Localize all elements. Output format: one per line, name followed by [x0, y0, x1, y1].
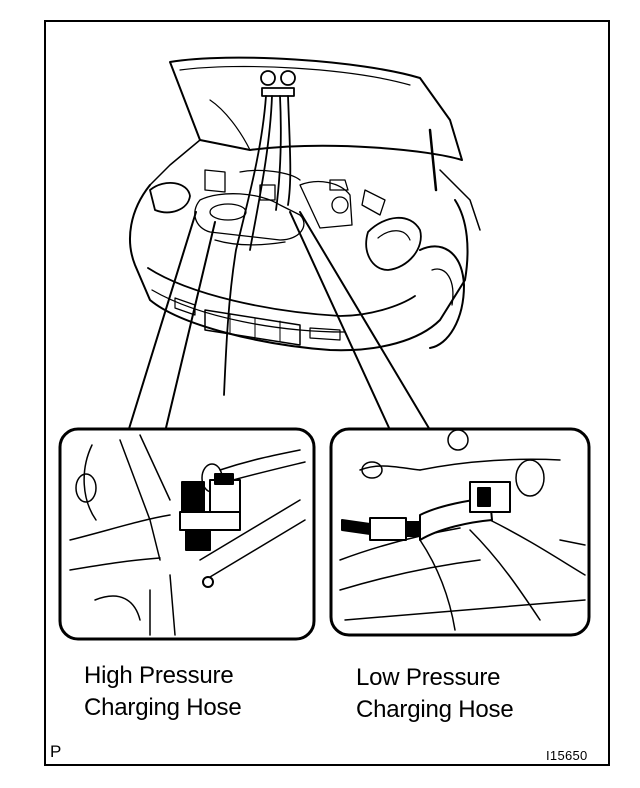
lower-grille: [204, 309, 301, 346]
car-body-outline: [129, 184, 469, 352]
gauge-manifold: [260, 70, 296, 97]
hood-prop-rod: [428, 128, 438, 192]
corner-letter: P: [50, 742, 62, 761]
low-pressure-caption-line2: Charging Hose: [356, 696, 514, 723]
car-hood: [169, 56, 463, 161]
high-pressure-coupler: [179, 473, 241, 588]
car-illustration: [129, 56, 481, 396]
low-pressure-caption: Low Pressure Charging Hose: [356, 662, 514, 726]
figure-code: I15650: [546, 748, 588, 763]
high-pressure-caption-line2: Charging Hose: [84, 694, 242, 721]
front-wheel: [419, 245, 465, 349]
low-pressure-inset: [329, 427, 591, 637]
charging-hoses: [223, 95, 292, 396]
high-pressure-caption-line1: High Pressure: [84, 662, 234, 689]
high-pressure-inset: [58, 427, 316, 641]
front-bumper: [147, 267, 416, 317]
left-headlight: [149, 182, 191, 214]
right-headlight: [365, 216, 422, 271]
figure-frame: [44, 20, 610, 766]
low-pressure-caption-line1: Low Pressure: [356, 664, 501, 691]
high-pressure-caption: High Pressure Charging Hose: [84, 660, 242, 724]
low-pressure-coupler: [341, 481, 511, 541]
callout-leaders: [127, 211, 431, 433]
